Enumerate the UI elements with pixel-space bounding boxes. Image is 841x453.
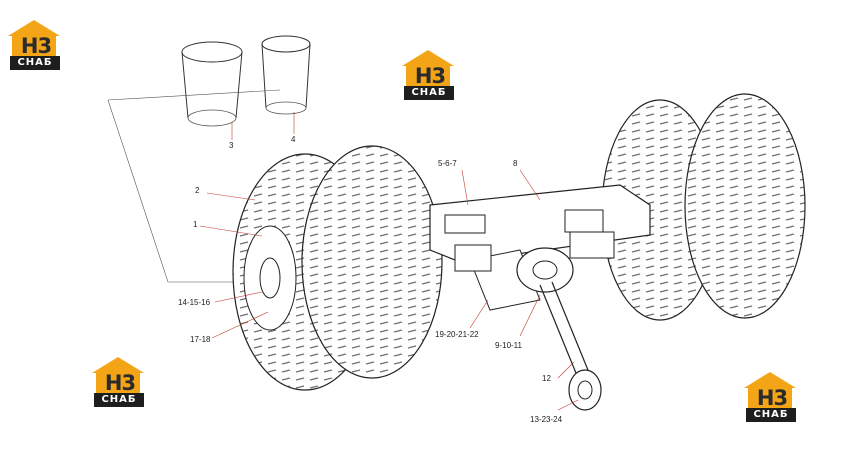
callout-12: 12 [542, 374, 551, 383]
logo-mark: H3 [756, 386, 788, 410]
callout-8: 8 [513, 159, 518, 168]
ring-guide-line [107, 89, 281, 283]
leader-lines [199, 112, 579, 411]
logo-tag: CHAБ [94, 393, 144, 407]
brand-logo-bottom-left: H3 CHAБ [90, 357, 150, 409]
callout-9-10-11: 9-10-11 [495, 341, 523, 350]
callout-3: 3 [229, 141, 234, 150]
callout-2: 2 [195, 186, 200, 195]
callout-4: 4 [291, 135, 296, 144]
brand-logo-top-left: H3 CHAБ [6, 20, 66, 72]
logo-tag: CHAБ [10, 56, 60, 70]
callout-19-20-21-22: 19-20-21-22 [435, 330, 479, 339]
drive-shaft [539, 281, 602, 411]
logo-mark: H3 [20, 34, 52, 58]
left-dual-wheels [232, 145, 443, 391]
brand-logo-top-center: H3 CHAБ [400, 50, 460, 102]
brand-logo-bottom-right: H3 CHAБ [742, 372, 802, 424]
logo-mark: H3 [104, 371, 136, 395]
logo-tag: CHAБ [404, 86, 454, 100]
ring-part-3 [181, 41, 243, 127]
logo-mark: H3 [414, 64, 446, 88]
right-dual-wheels [601, 93, 806, 321]
logo-tag: CHAБ [746, 408, 796, 422]
callout-labels: 1 2 3 4 5-6-7 8 9-10-11 12 13-23-24 14-1… [178, 135, 563, 424]
callout-17-18: 17-18 [190, 335, 211, 344]
callout-1: 1 [193, 220, 198, 229]
callout-13-23-24: 13-23-24 [530, 415, 563, 424]
callout-5-6-7: 5-6-7 [438, 159, 457, 168]
callout-14-15-16: 14-15-16 [178, 298, 211, 307]
axle-housing [429, 184, 651, 311]
ring-part-4 [261, 35, 311, 115]
